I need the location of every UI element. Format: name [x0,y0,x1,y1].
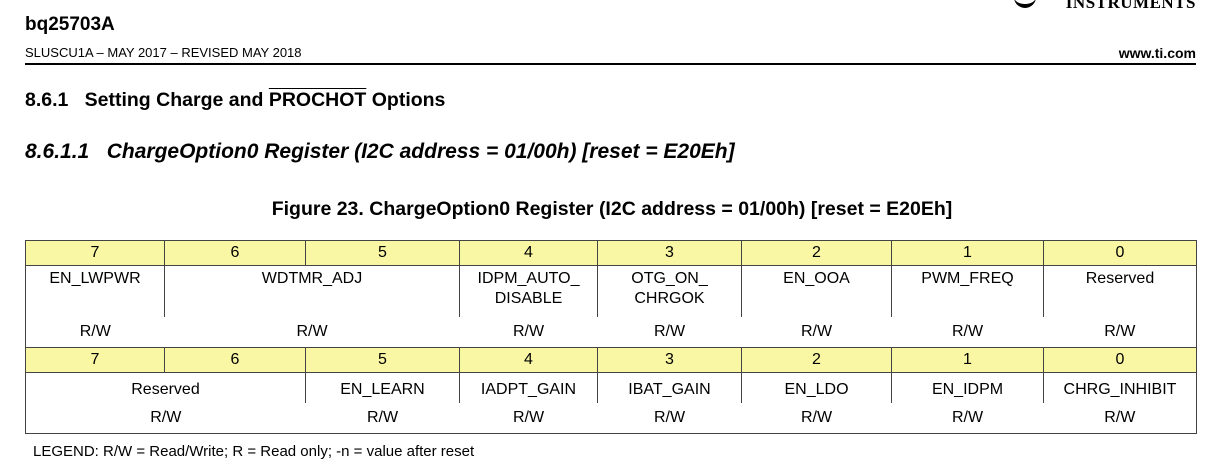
field-name: EN_OOA [741,265,892,317]
figure-caption: Figure 23. ChargeOption0 Register (I2C a… [271,198,953,220]
access-type: R/W [741,317,892,348]
access-type: R/W [597,403,742,434]
bit-number: 5 [305,347,460,373]
access-type: R/W [459,317,598,348]
document-revision: SLUSCU1A – MAY 2017 – REVISED MAY 2018 [25,45,302,60]
part-number: bq25703A [25,14,115,35]
field-name: WDTMR_ADJ [164,265,460,317]
field-name: EN_LWPWR [25,265,165,317]
access-type: R/W [741,403,892,434]
bit-number: 2 [741,240,892,266]
bit-number: 6 [164,347,306,373]
field-name: Reserved [25,372,306,403]
access-type: R/W [891,403,1044,434]
access-type: R/W [1043,317,1197,348]
header-rule [25,63,1196,65]
section-title: Setting Charge and [84,89,269,111]
field-name: CHRG_INHIBIT [1043,372,1197,403]
section-title-prochot: PROCHOT [268,89,367,111]
field-row-low: Reserved EN_LEARN IADPT_GAIN IBAT_GAIN E… [25,372,1197,403]
access-type: R/W [164,317,460,348]
access-type: R/W [597,317,742,348]
bit-number: 1 [891,347,1044,373]
access-type: R/W [459,403,598,434]
bit-number: 2 [741,347,892,373]
bit-number: 4 [459,240,598,266]
bit-number: 3 [597,347,742,373]
access-row-low: R/W R/W R/W R/W R/W R/W R/W [25,403,1197,434]
ti-logo: INSTRUMENTS [1065,0,1196,12]
bit-number: 7 [25,347,165,373]
access-type: R/W [1043,403,1197,434]
bit-number: 3 [597,240,742,266]
access-type: R/W [891,317,1044,348]
bit-number: 6 [164,240,306,266]
field-name: Reserved [1043,265,1197,317]
subsection-heading: 8.6.1.1 ChargeOption0 Register (I2C addr… [25,140,735,163]
bit-number: 0 [1043,347,1197,373]
section-number: 8.6.1 [25,89,69,111]
section-heading: 8.6.1 Setting Charge and PROCHOT Options [25,89,445,112]
access-type: R/W [25,317,165,348]
access-type: R/W [25,403,306,434]
bit-number: 0 [1043,240,1197,266]
bit-number: 1 [891,240,1044,266]
table-legend: LEGEND: R/W = Read/Write; R = Read only;… [33,443,475,460]
ti-logo-icon [1014,0,1036,8]
field-name: PWM_FREQ [891,265,1044,317]
field-name: EN_LDO [741,372,892,403]
bit-number: 7 [25,240,165,266]
field-name: IBAT_GAIN [597,372,742,403]
website-link[interactable]: www.ti.com [1118,45,1196,61]
access-row-high: R/W R/W R/W R/W R/W R/W R/W [25,317,1197,348]
field-name: IDPM_AUTO_DISABLE [459,265,598,317]
bit-number: 5 [305,240,460,266]
field-name: EN_LEARN [305,372,460,403]
bit-number: 4 [459,347,598,373]
field-row-high: EN_LWPWR WDTMR_ADJ IDPM_AUTO_DISABLE OTG… [25,265,1197,317]
field-name: EN_IDPM [891,372,1044,403]
field-name: OTG_ON_CHRGOK [597,265,742,317]
access-type: R/W [305,403,460,434]
section-title-end: Options [366,89,446,111]
field-name: IADPT_GAIN [459,372,598,403]
